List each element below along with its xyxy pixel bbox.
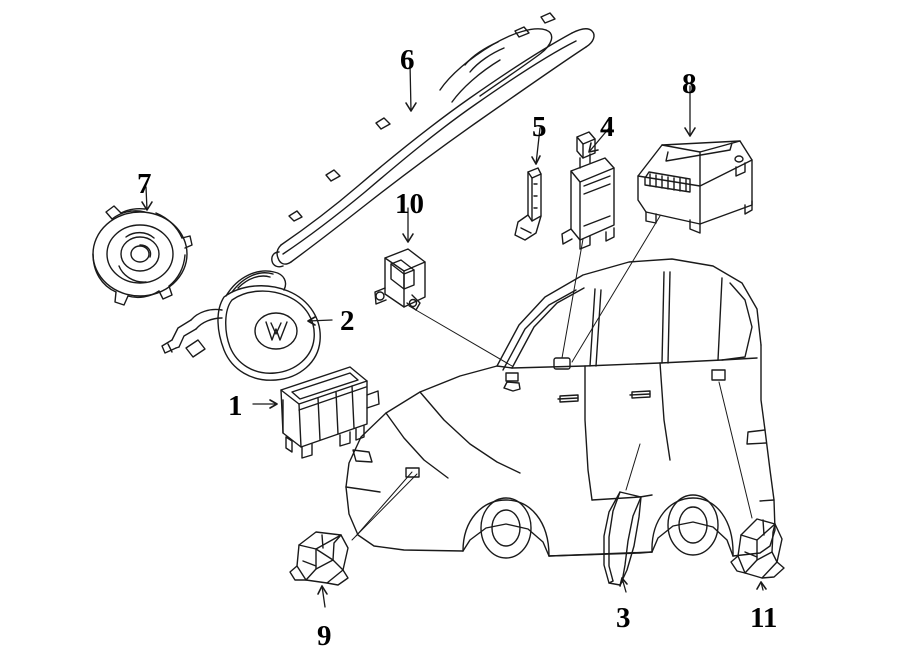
callout-3: 3 — [616, 602, 631, 634]
callout-7: 7 — [137, 168, 152, 200]
callout-5: 5 — [532, 111, 547, 143]
callout-8: 8 — [682, 68, 697, 100]
callout-1: 1 — [228, 390, 243, 422]
part-11-rear-side-impact-sensor — [730, 518, 785, 579]
callout-10: 10 — [395, 188, 424, 220]
part-9-front-impact-sensor — [289, 531, 349, 586]
part-5-impact-sensor-bracket — [514, 167, 542, 241]
leader-lines — [141, 62, 767, 608]
part-4-side-airbag-control-unit — [561, 131, 615, 250]
part-7-clock-spring — [92, 205, 193, 306]
part-2-driver-airbag-module — [161, 270, 321, 381]
part-6-roof-curtain-airbag — [271, 12, 595, 268]
vehicle-outline — [345, 258, 776, 559]
part-3-side-trim-panel — [603, 491, 642, 586]
part-8-airbag-control-module — [637, 140, 753, 234]
callout-11: 11 — [750, 602, 778, 634]
callout-4: 4 — [600, 111, 615, 143]
part-1-passenger-airbag-module — [280, 366, 380, 459]
callout-6: 6 — [400, 44, 415, 76]
callout-9: 9 — [317, 620, 332, 652]
part-10-crash-impact-sensor — [374, 248, 426, 311]
callout-2: 2 — [340, 305, 355, 337]
